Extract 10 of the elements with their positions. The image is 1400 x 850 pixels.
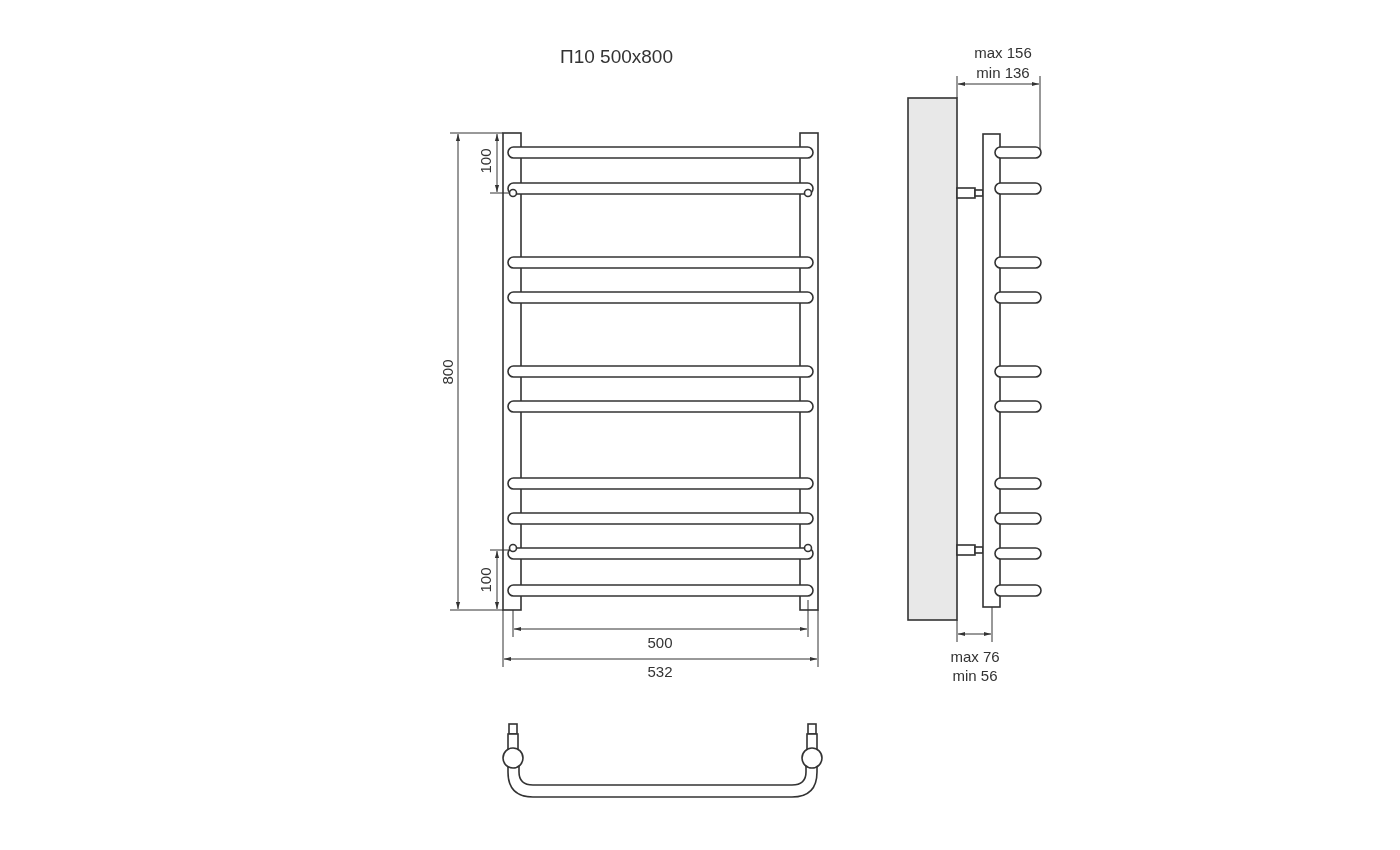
dimension-label: 532 [647, 663, 673, 679]
dimension-label: max 156 [974, 44, 1032, 60]
dimension-label: min 56 [952, 667, 998, 683]
dimension-label: 500 [647, 634, 673, 650]
drawing-title: П10 500x800 [560, 46, 673, 68]
dimension-label: 800 [439, 359, 455, 385]
dimension-label: min 136 [976, 64, 1030, 80]
dimension-label: max 76 [950, 648, 1000, 664]
dimension-label: 100 [477, 567, 493, 593]
dimension-label: 100 [477, 148, 493, 174]
